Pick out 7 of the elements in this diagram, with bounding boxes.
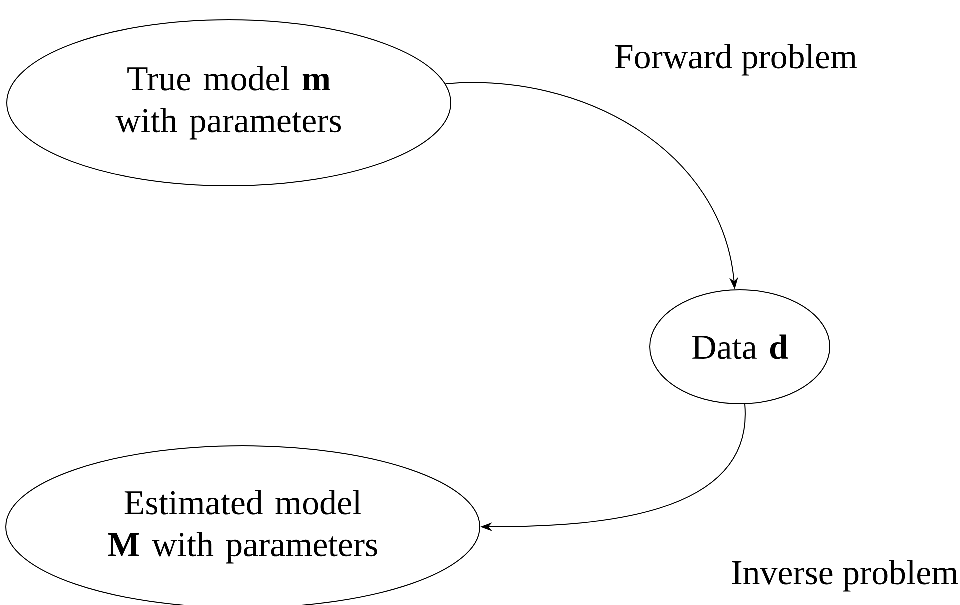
node-text: Data d [692, 334, 788, 360]
node-text: Estimated model M with parameters [108, 490, 378, 564]
node-text: True model m with parameters [116, 66, 342, 140]
edge-label: Forward problem [615, 44, 857, 76]
ellipse-node [6, 20, 452, 186]
edge-label: Inverse problem [732, 560, 958, 592]
ellipse-node [650, 290, 830, 404]
